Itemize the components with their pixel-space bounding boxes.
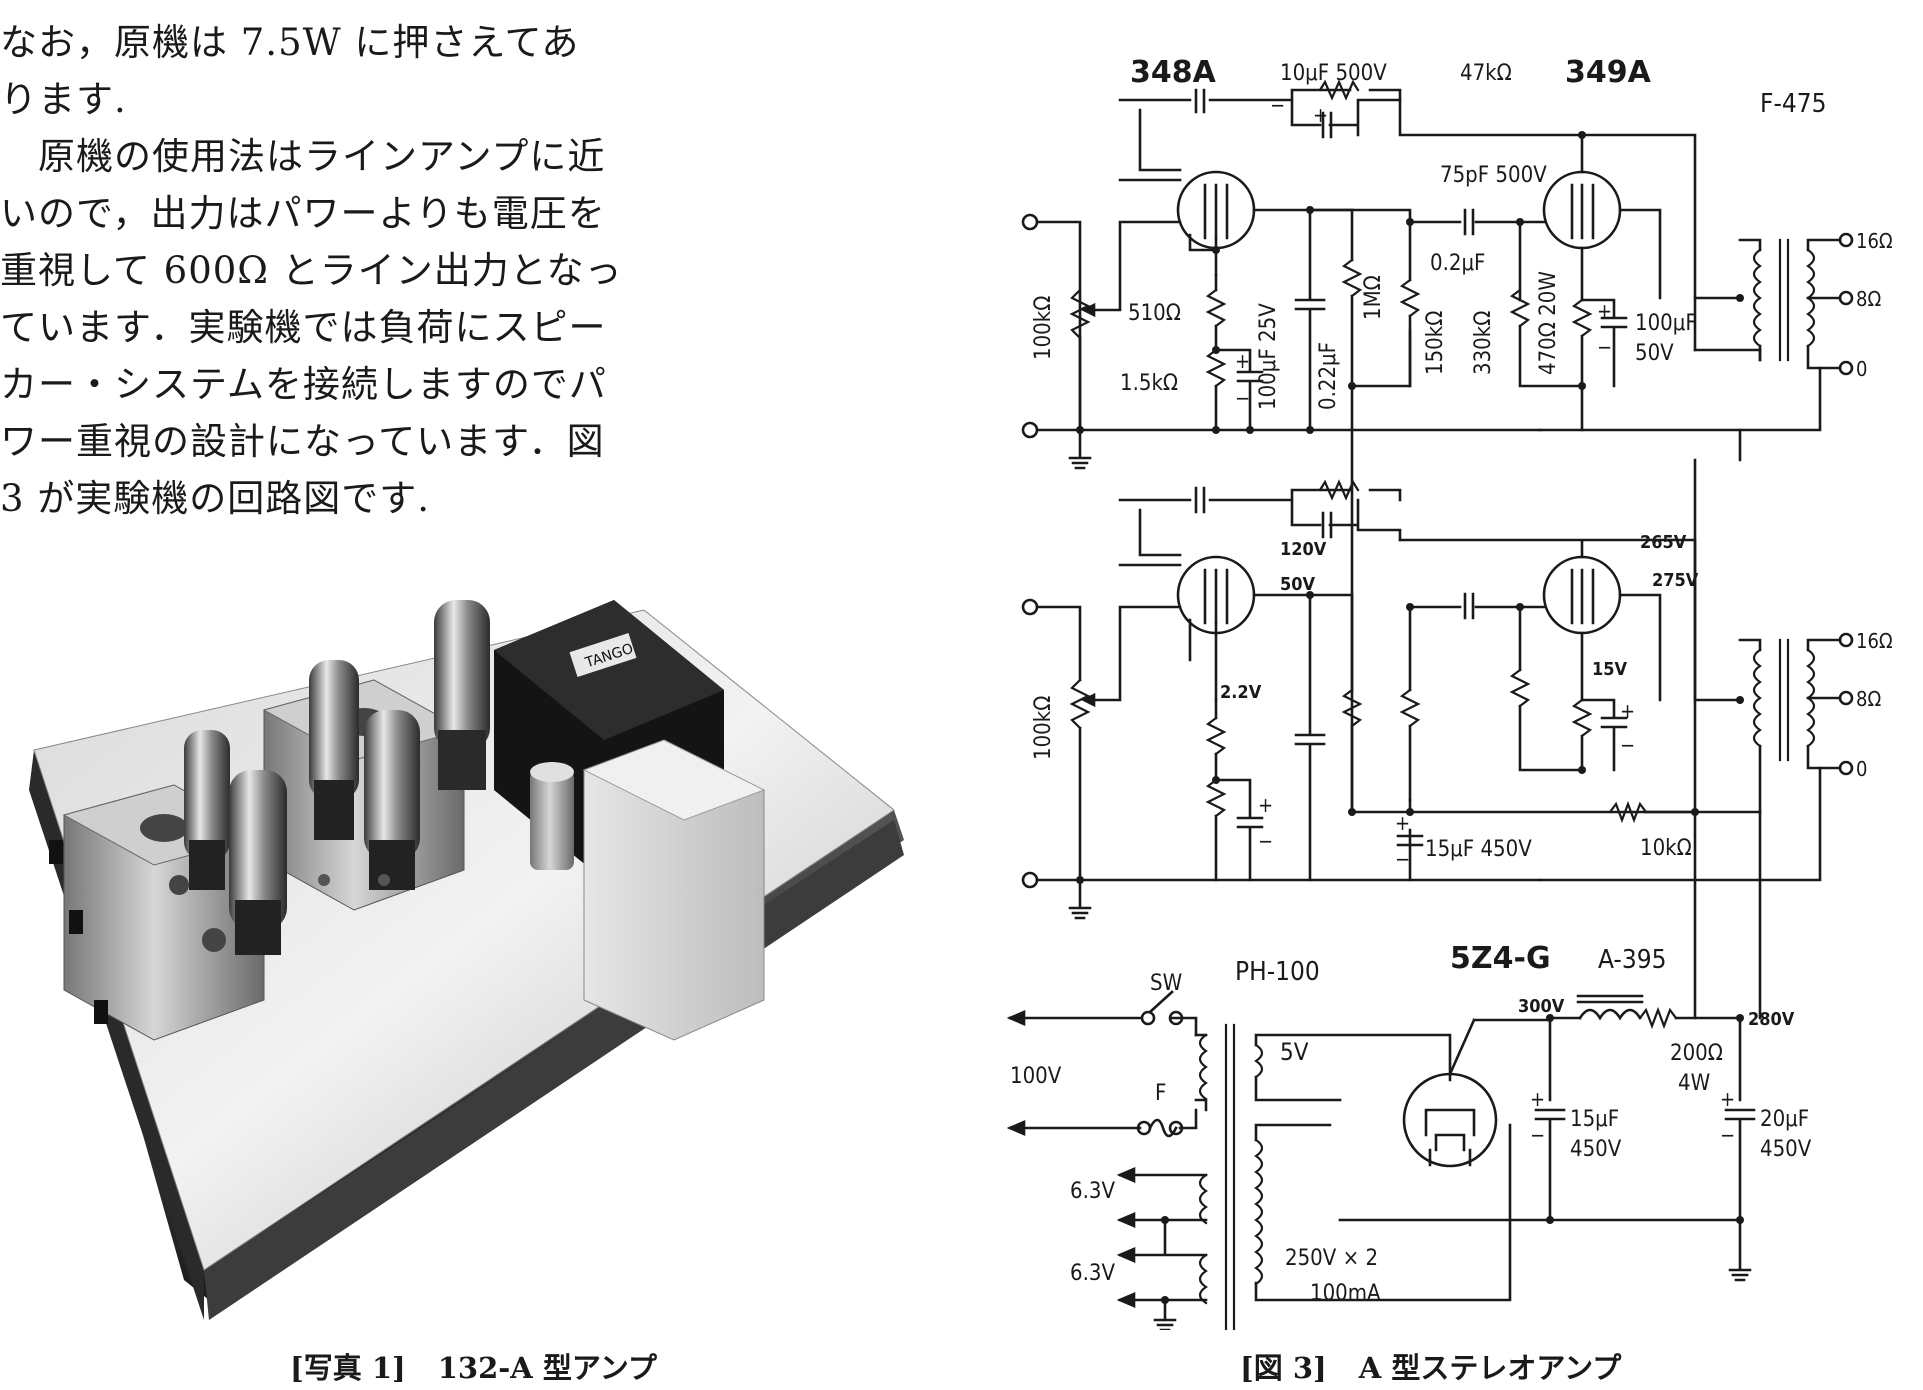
output-transformer-label: F-475 — [1760, 89, 1827, 119]
figure-caption-number: [図 3] — [1240, 1351, 1327, 1385]
volume-label: 100kΩ — [1031, 696, 1056, 760]
cap-label: 50V — [1635, 341, 1674, 366]
voltage-label: 100V — [1010, 1064, 1062, 1089]
tube-label-348a: 348A — [1130, 55, 1217, 90]
voltage-label: 15V — [1592, 659, 1628, 680]
cap-label: 0.2μF — [1430, 251, 1485, 276]
body-paragraph: なお，原機は 7.5W に押さえてあ ります. 原機の使用法はラインアンプに近 … — [0, 14, 623, 527]
voltage-label: 5V — [1280, 1038, 1309, 1066]
cap-label: 0.22μF — [1316, 342, 1341, 410]
tap-label: 8Ω — [1856, 687, 1881, 711]
voltage-label: 300V — [1518, 996, 1565, 1017]
cap-label: 20μF — [1760, 1107, 1809, 1132]
tap-label: 16Ω — [1856, 229, 1893, 253]
cap-label: 10μF 500V — [1280, 61, 1387, 86]
resistor-label: 10kΩ — [1640, 836, 1692, 861]
cap-label: 450V — [1570, 1137, 1622, 1162]
resistor-label: 1MΩ — [1361, 275, 1386, 320]
text-line: いので，出力はパワーよりも電圧を — [0, 192, 606, 235]
tube-label-5z4g: 5Z4-G — [1450, 941, 1551, 976]
cap-label: 100μF — [1635, 311, 1697, 336]
polarity-plus: + — [1720, 1087, 1735, 1111]
polarity-minus: − — [1235, 386, 1250, 410]
voltage-label: 6.3V — [1070, 1179, 1115, 1204]
photo-caption: [写真 1] 132-A 型アンプ — [290, 1345, 657, 1387]
photo-caption-number: [写真 1] — [290, 1351, 406, 1385]
tube-photo — [309, 660, 359, 840]
tube-photo — [434, 600, 490, 790]
voltage-label: 6.3V — [1070, 1261, 1115, 1286]
resistor-label: 47kΩ — [1460, 61, 1512, 86]
polarity-plus: + — [1258, 793, 1273, 817]
polarity-minus: − — [1720, 1123, 1735, 1147]
amplifier-photo: TANGO — [29, 600, 904, 1320]
polarity-minus: − — [1270, 93, 1285, 117]
tap-label: 0 — [1856, 757, 1867, 781]
voltage-label: 280V — [1748, 1009, 1795, 1030]
resistor-label: 1.5kΩ — [1120, 371, 1178, 396]
text-line: 原機の使用法はラインアンプに近 — [0, 135, 606, 178]
current-label: 100mA — [1310, 1281, 1381, 1306]
text-line: 重視して 600Ω とライン出力となっ — [0, 249, 623, 292]
resistor-label: 330kΩ — [1471, 311, 1496, 375]
cap-label: 15μF — [1570, 1107, 1619, 1132]
polarity-plus: + — [1395, 811, 1410, 835]
tap-label: 16Ω — [1856, 629, 1893, 653]
voltage-label: 120V — [1280, 539, 1327, 560]
cap-label: 75pF 500V — [1440, 163, 1547, 188]
voltage-label: 250V × 2 — [1285, 1246, 1378, 1271]
choke-label: A-395 — [1598, 945, 1667, 975]
cap-label: 100μF 25V — [1256, 303, 1281, 410]
polarity-minus: − — [1258, 829, 1273, 853]
text-line: ります. — [0, 78, 127, 121]
resistor-label: 200Ω — [1670, 1041, 1723, 1066]
resistor-label: 150kΩ — [1423, 311, 1448, 375]
tube-photo — [184, 730, 230, 890]
polarity-plus: + — [1597, 299, 1612, 323]
figure-caption: [図 3] A 型ステレオアンプ — [1240, 1345, 1621, 1387]
polarity-plus: + — [1530, 1087, 1545, 1111]
resistor-label: 510Ω — [1128, 301, 1181, 326]
text-line: なお，原機は 7.5W に押さえてあ — [0, 21, 580, 64]
polarity-minus: − — [1530, 1123, 1545, 1147]
polarity-plus: + — [1313, 103, 1328, 127]
polarity-plus: + — [1620, 699, 1635, 723]
figure-caption-title: A 型ステレオアンプ — [1358, 1351, 1622, 1385]
power-transformer-label: PH-100 — [1235, 957, 1320, 987]
voltage-label: 265V — [1640, 532, 1687, 553]
polarity-minus: − — [1620, 733, 1635, 757]
text-line: カー・システムを接続しますのでパ — [0, 363, 607, 406]
polarity-minus: − — [1395, 847, 1410, 871]
polarity-minus: − — [1597, 335, 1612, 359]
switch-label: SW — [1150, 971, 1182, 996]
tap-label: 0 — [1856, 357, 1867, 381]
polarity-plus: + — [1235, 349, 1250, 373]
resistor-label: 470Ω 20W — [1536, 271, 1561, 375]
text-line: ワー重視の設計になっています．図 — [0, 420, 605, 463]
text-line: 3 が実験機の回路図です. — [0, 477, 431, 520]
voltage-label: 275V — [1652, 570, 1699, 591]
voltage-label: 50V — [1280, 574, 1316, 595]
text-line: ています．実験機では負荷にスピー — [0, 306, 607, 349]
tap-label: 8Ω — [1856, 287, 1881, 311]
tube-photo — [364, 710, 420, 890]
circuit-schematic: 348A 349A 5Z4-G F-475 PH-100 A-395 10μF … — [1006, 55, 1893, 1330]
cap-label: 15μF 450V — [1425, 837, 1532, 862]
voltage-label: 2.2V — [1220, 682, 1262, 703]
tube-photo — [229, 770, 287, 955]
fuse-label: F — [1155, 1081, 1166, 1106]
cap-label: 450V — [1760, 1137, 1812, 1162]
resistor-label: 4W — [1678, 1071, 1710, 1096]
tube-label-349a: 349A — [1565, 55, 1652, 90]
photo-caption-title: 132-A 型アンプ — [437, 1351, 657, 1385]
volume-label: 100kΩ — [1031, 296, 1056, 360]
